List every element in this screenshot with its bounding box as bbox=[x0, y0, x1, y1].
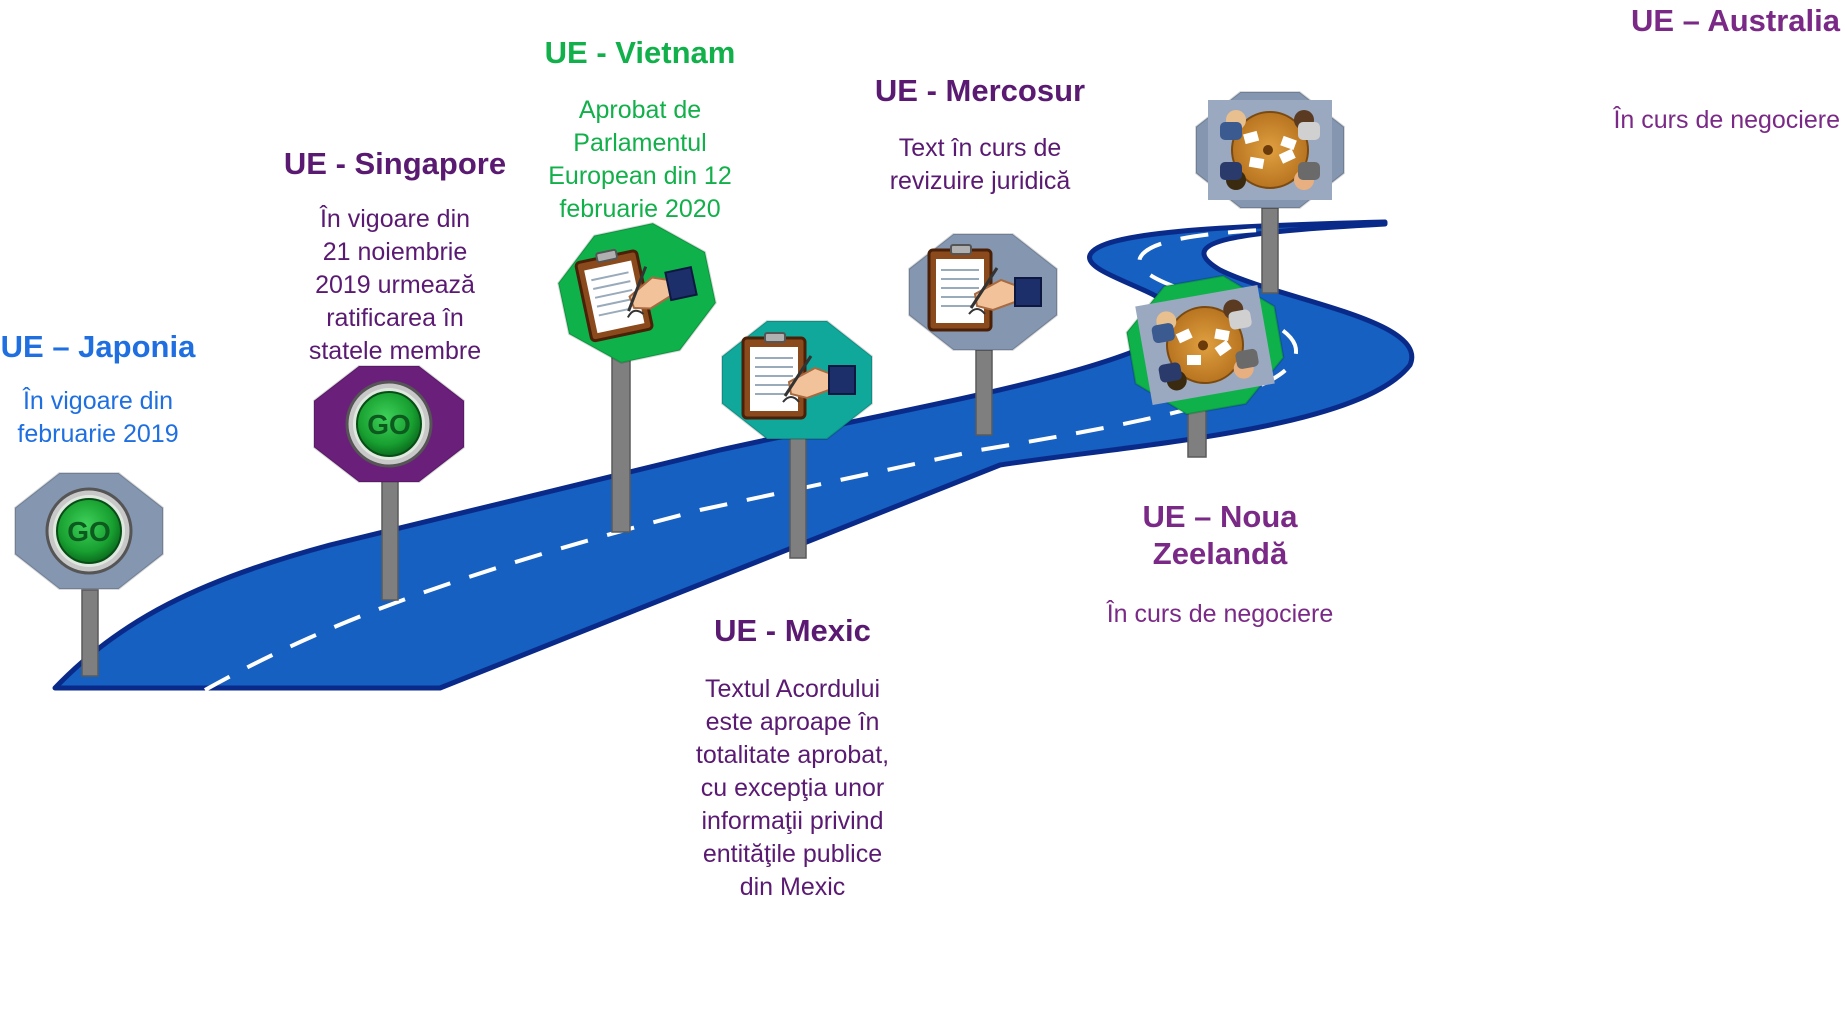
sign-noua_zeelanda bbox=[1125, 274, 1285, 416]
negotiation-table-icon bbox=[1207, 99, 1333, 201]
desc-noua-zeelanda: În curs de negociere bbox=[1106, 600, 1334, 628]
title-singapore: UE - Singapore bbox=[283, 146, 507, 181]
title-mexic: UE - Mexic bbox=[714, 613, 871, 648]
title-mercosur: UE - Mercosur bbox=[874, 73, 1086, 108]
sign-pole-mexic bbox=[789, 437, 807, 559]
sign-pole-australia bbox=[1261, 207, 1279, 294]
road-center-line bbox=[204, 228, 1299, 692]
title-vietnam: UE - Vietnam bbox=[544, 35, 736, 70]
go-button-icon bbox=[345, 380, 433, 468]
sign-mexic bbox=[721, 320, 873, 440]
title-japonia: UE – Japonia bbox=[0, 329, 196, 364]
sign-pole-japonia bbox=[81, 589, 99, 677]
sign-pole-mercosur bbox=[975, 349, 993, 436]
sign-pole-vietnam bbox=[611, 349, 631, 533]
sign-singapore bbox=[313, 365, 465, 483]
sign-pole-singapore bbox=[381, 479, 399, 601]
go-button-icon bbox=[45, 487, 133, 575]
sign-japonia bbox=[14, 472, 164, 590]
sign-vietnam bbox=[557, 222, 717, 364]
negotiation-table-icon bbox=[1134, 283, 1276, 407]
title-australia: UE – Australia bbox=[1630, 3, 1840, 38]
sign-australia bbox=[1195, 91, 1345, 209]
desc-australia: În curs de negociere bbox=[1613, 106, 1840, 134]
sign-mercosur bbox=[908, 233, 1058, 351]
